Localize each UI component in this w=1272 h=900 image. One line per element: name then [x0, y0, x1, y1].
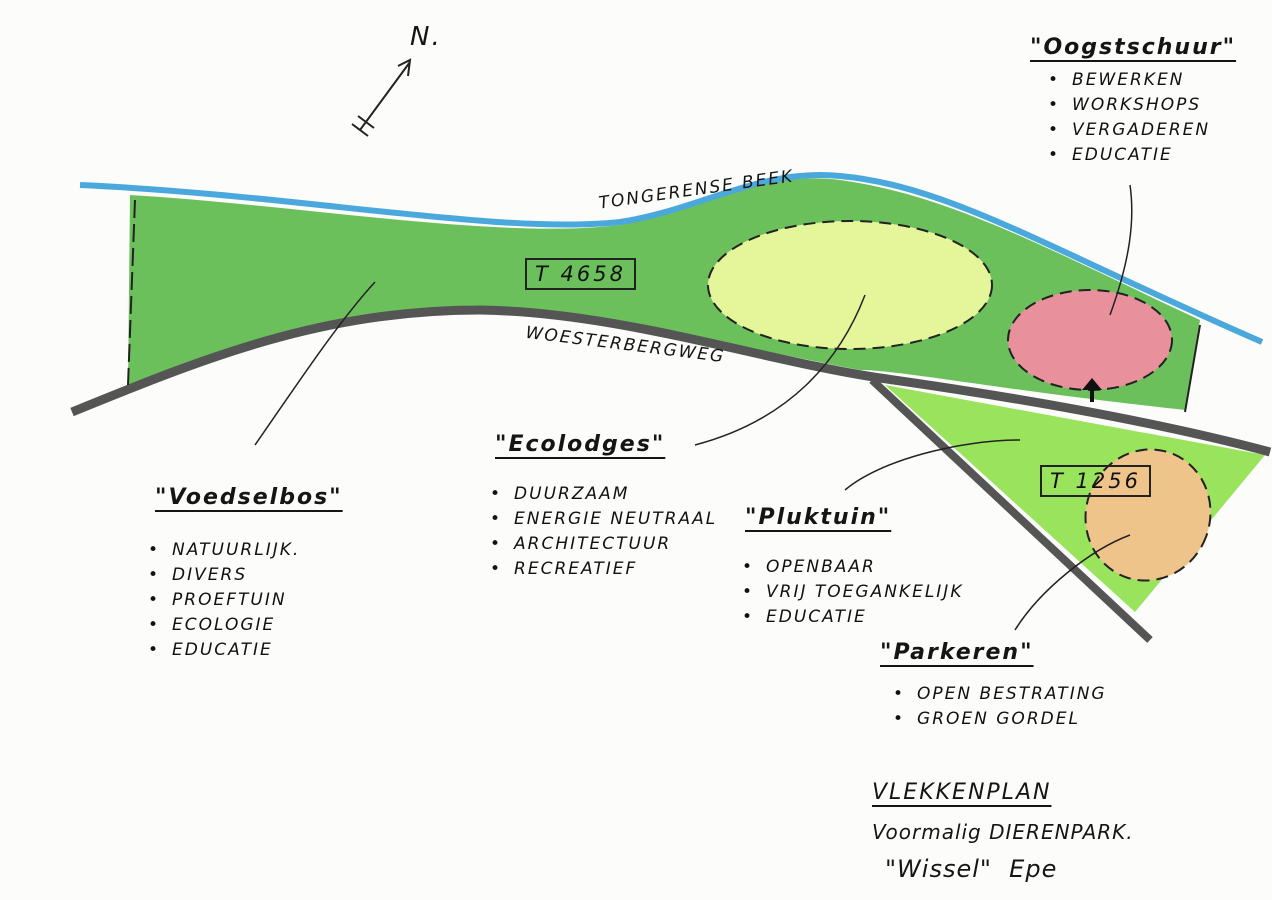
- list-item: WORKSHOPS: [1048, 93, 1210, 118]
- list-item: GROEN GORDEL: [893, 707, 1107, 732]
- parkeren-zone: [1084, 448, 1212, 582]
- list-item: PROEFTUIN: [148, 588, 300, 613]
- caption-line-1: Voormalig DIERENPARK.: [872, 820, 1134, 844]
- oogstschuur-zone: [1007, 289, 1173, 391]
- list-item: EDUCATIE: [1048, 143, 1210, 168]
- parcel-label-t1256: T 1256: [1040, 465, 1151, 497]
- list-item: BEWERKEN: [1048, 68, 1210, 93]
- zone-list-voedselbos: NATUURLIJK. DIVERS PROEFTUIN ECOLOGIE ED…: [148, 538, 300, 663]
- leader-lines: [254, 184, 1133, 631]
- list-item: RECREATIEF: [490, 557, 717, 582]
- zone-list-oogstschuur: BEWERKEN WORKSHOPS VERGADEREN EDUCATIE: [1048, 68, 1210, 168]
- area-boundary-left: [127, 199, 136, 386]
- ecolodges-zone: [707, 220, 993, 350]
- list-item: NATUURLIJK.: [148, 538, 300, 563]
- list-item: ENERGIE NEUTRAAL: [490, 507, 717, 532]
- caption-title: VLEKKENPLAN: [872, 780, 1052, 805]
- zone-list-pluktuin: OPENBAAR VRIJ TOEGANKELIJK EDUCATIE: [742, 555, 963, 630]
- zone-list-parkeren: OPEN BESTRATING GROEN GORDEL: [893, 682, 1107, 732]
- list-item: OPEN BESTRATING: [893, 682, 1107, 707]
- list-item: VRIJ TOEGANKELIJK: [742, 580, 963, 605]
- list-item: EDUCATIE: [148, 638, 300, 663]
- list-item: ECOLOGIE: [148, 613, 300, 638]
- side-road: [869, 377, 1153, 643]
- zone-title-ecolodges: "Ecolodges": [495, 432, 666, 457]
- zone-title-parkeren: "Parkeren": [880, 640, 1034, 665]
- zone-title-voedselbos: "Voedselbos": [155, 485, 343, 510]
- list-item: VERGADEREN: [1048, 118, 1210, 143]
- tongerense-beek-water: [79, 172, 1264, 345]
- north-arrow-icon: [351, 58, 412, 137]
- caption-line-2: "Wissel" Epe: [885, 855, 1058, 883]
- zone-title-oogstschuur: "Oogstschuur": [1030, 35, 1237, 60]
- list-item: OPENBAAR: [742, 555, 963, 580]
- woesterbergweg-road: [70, 305, 1272, 457]
- zone-list-ecolodges: DUURZAAM ENERGIE NEUTRAAL ARCHITECTUUR R…: [490, 482, 717, 582]
- north-label: N.: [410, 22, 442, 52]
- list-item: EDUCATIE: [742, 605, 963, 630]
- list-item: DIVERS: [148, 563, 300, 588]
- list-item: DUURZAAM: [490, 482, 717, 507]
- entrance-arrow-icon: [1082, 378, 1102, 402]
- list-item: ARCHITECTUUR: [490, 532, 717, 557]
- parcel-label-t4658: T 4658: [525, 258, 636, 290]
- zone-title-pluktuin: "Pluktuin": [745, 505, 892, 530]
- area-boundary-right: [1184, 324, 1201, 413]
